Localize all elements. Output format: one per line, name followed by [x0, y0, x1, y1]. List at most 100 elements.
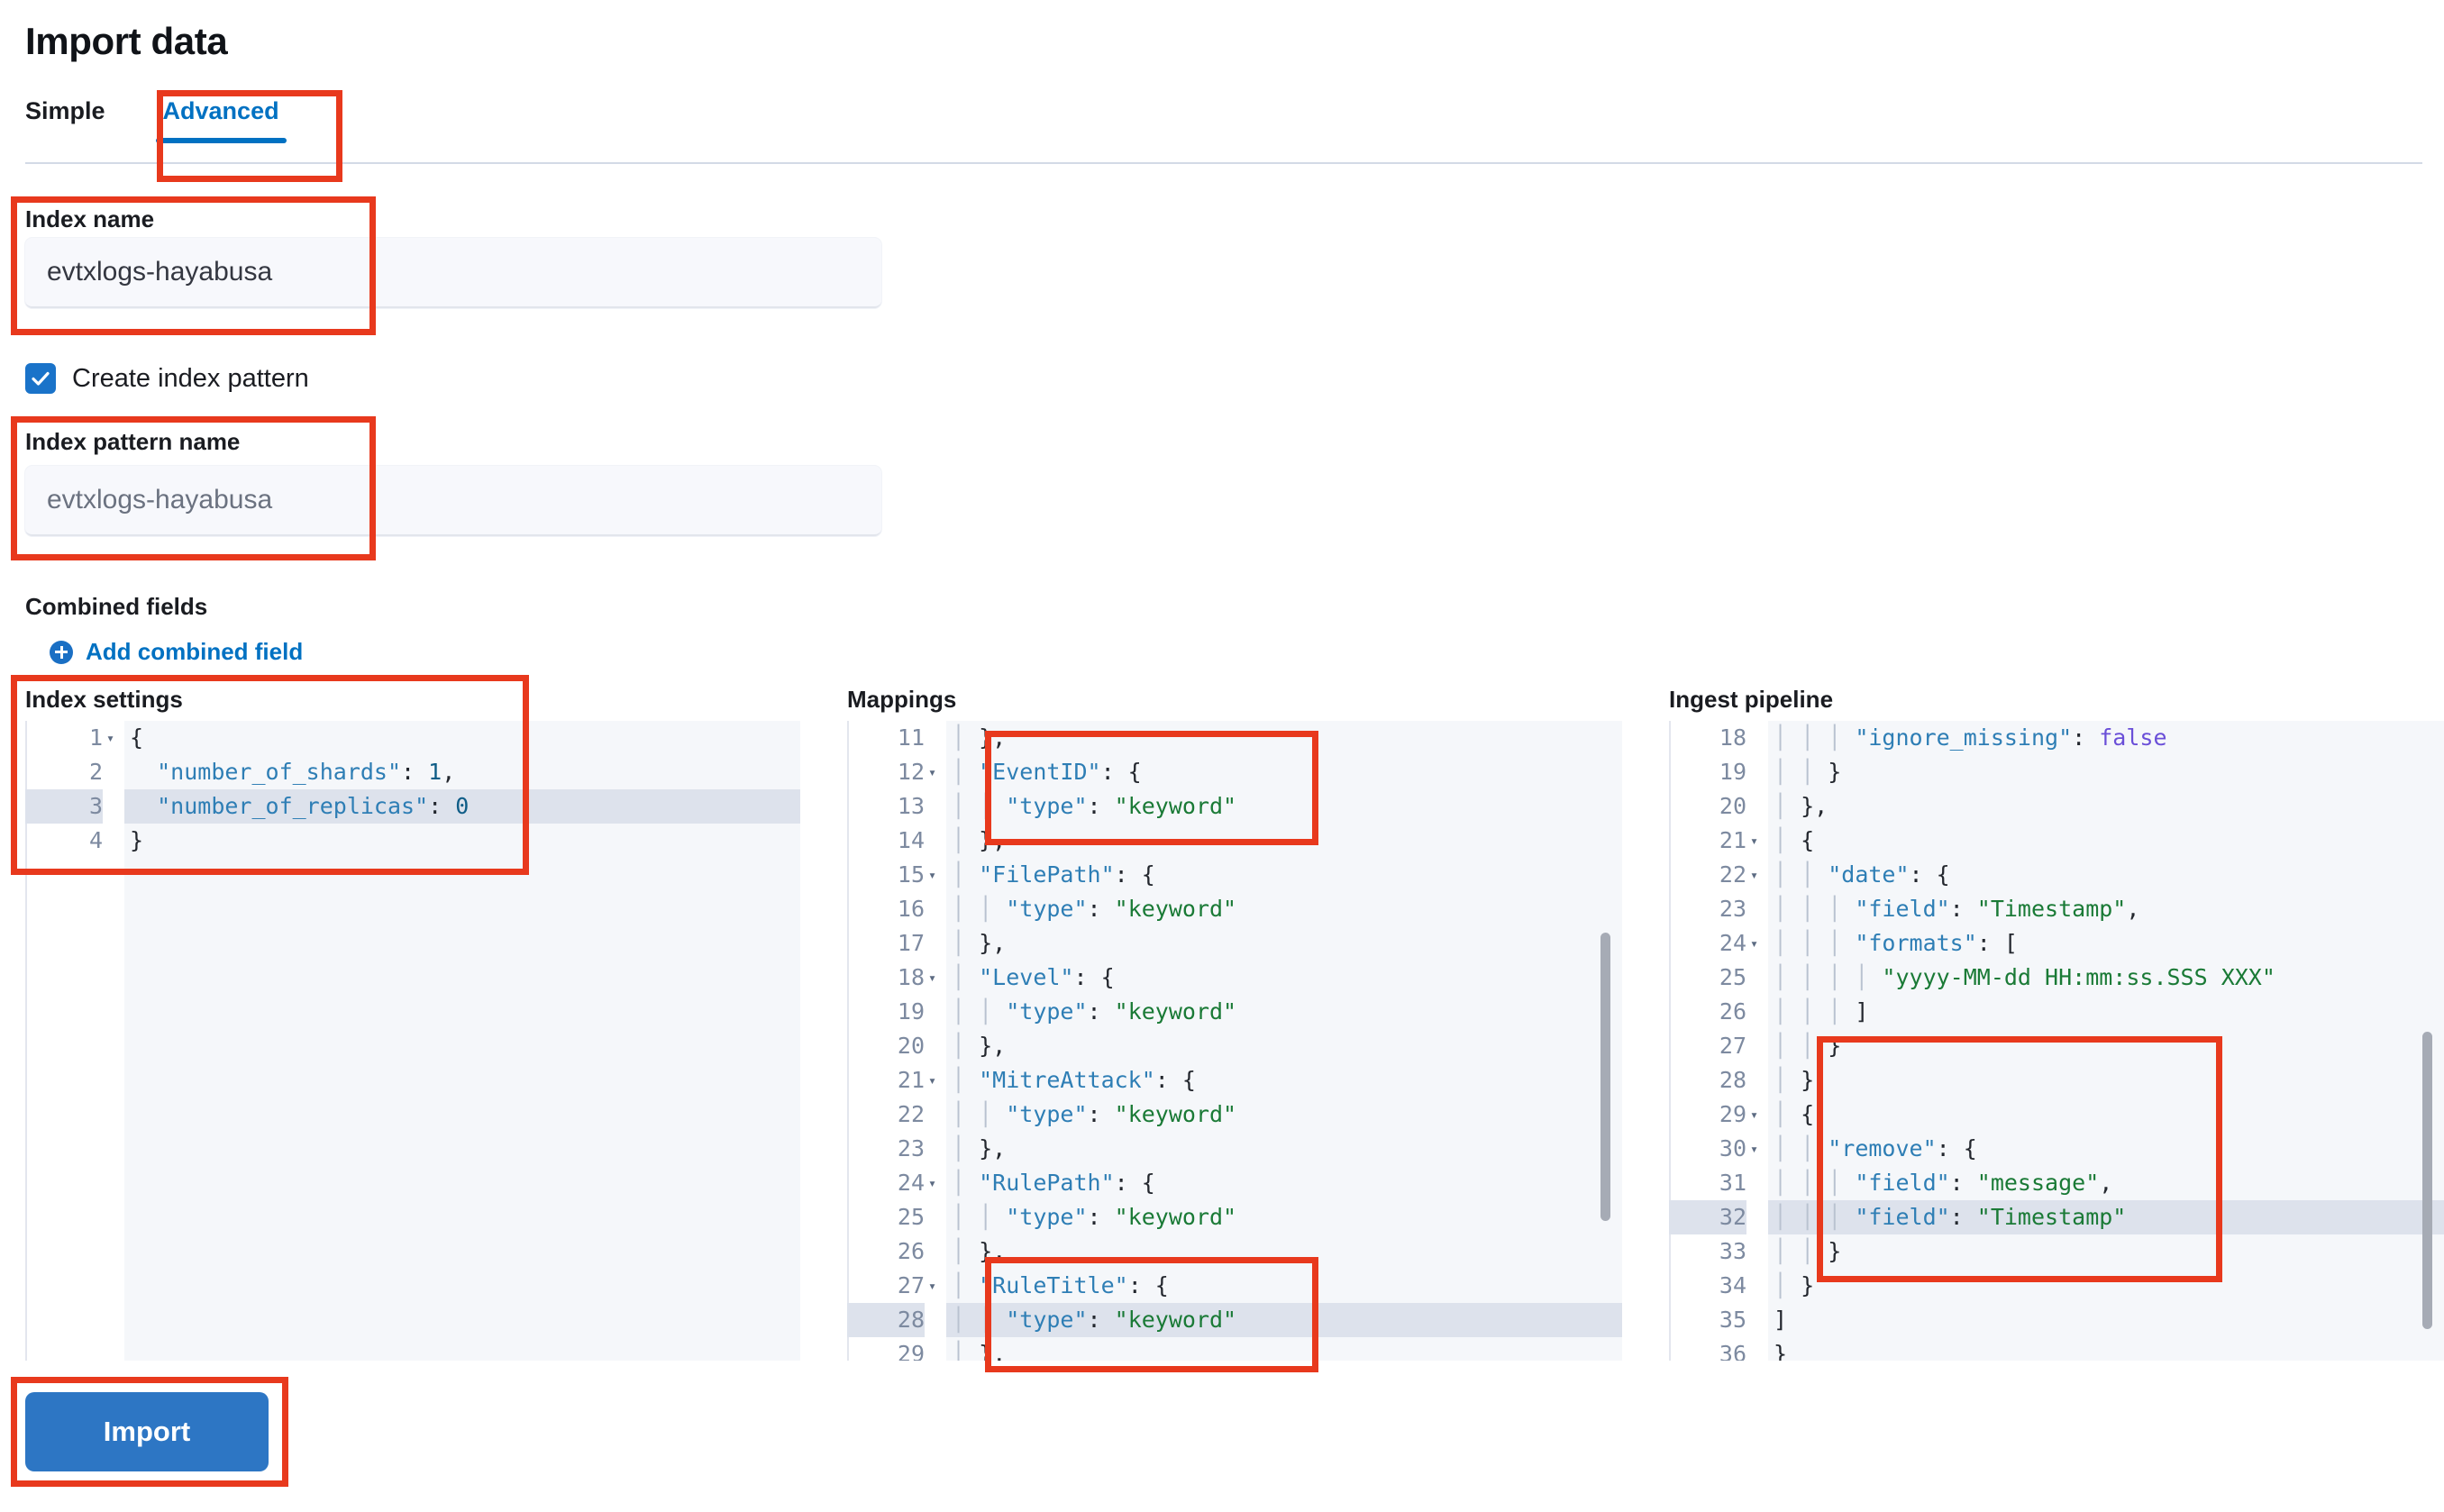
code-text: │ │ } — [1774, 1238, 1842, 1264]
line-number: 31 — [1719, 1170, 1746, 1196]
line-number: 18 — [897, 964, 925, 990]
fold-arrow-icon[interactable]: ▾ — [928, 1072, 937, 1088]
code-text: │ { — [1774, 827, 1815, 853]
code-line: 15▾│ "FilePath": { — [898, 858, 1622, 892]
code-line: 3 "number_of_replicas": 0 — [25, 789, 800, 824]
code-line: 20│ }, — [1719, 789, 2444, 824]
code-text: │ │ "type": "keyword" — [952, 1204, 1237, 1230]
combined-fields-label: Combined fields — [25, 593, 208, 620]
line-number: 33 — [1719, 1238, 1746, 1264]
create-index-pattern-row[interactable]: Create index pattern — [25, 363, 309, 394]
page-title: Import data — [25, 20, 228, 62]
create-index-pattern-label: Create index pattern — [72, 363, 309, 393]
fold-arrow-icon[interactable]: ▾ — [928, 1278, 937, 1294]
line-number: 15 — [897, 861, 925, 888]
line-number: 32 — [1669, 1200, 1746, 1234]
mappings-scrollbar-thumb[interactable] — [1600, 933, 1610, 1221]
code-line: 24▾│ │ │ "formats": [ — [1719, 926, 2444, 961]
line-number: 36 — [1719, 1341, 1746, 1361]
code-text: │ }, — [1774, 1067, 1828, 1093]
code-line: 26│ │ │ ] — [1719, 995, 2444, 1029]
line-number: 26 — [897, 1238, 925, 1264]
code-text: } — [1774, 1341, 1788, 1361]
line-number: 14 — [897, 827, 925, 853]
code-text: │ │ "remove": { — [1774, 1135, 1977, 1161]
code-text: │ }, — [952, 1238, 1007, 1264]
line-number: 2 — [88, 759, 103, 785]
line-number: 3 — [25, 789, 103, 824]
plus-circle-icon — [50, 640, 73, 664]
code-line: 22▾ │ │ "date": { — [1719, 858, 2444, 892]
fold-arrow-icon[interactable]: ▾ — [928, 764, 937, 780]
code-text: │ "RulePath": { — [952, 1170, 1155, 1196]
code-text: │ "EventID": { — [952, 759, 1142, 785]
code-text: │ │ "date": { — [1774, 861, 1950, 888]
fold-arrow-icon[interactable]: ▾ — [928, 867, 937, 883]
ingest-pipeline-scrollbar-thumb[interactable] — [2422, 1032, 2432, 1329]
fold-arrow-icon[interactable]: ▾ — [1750, 935, 1759, 952]
line-number: 12 — [897, 759, 925, 785]
code-line: 22│ │ "type": "keyword" — [898, 1098, 1622, 1132]
code-line: 19│ │ } — [1719, 755, 2444, 789]
add-combined-field-label: Add combined field — [86, 638, 304, 665]
line-number: 21 — [1719, 827, 1746, 853]
add-combined-field-link[interactable]: Add combined field — [50, 638, 303, 666]
line-number: 22 — [897, 1101, 925, 1127]
tab-advanced[interactable]: Advanced — [129, 97, 314, 143]
line-number: 17 — [897, 930, 925, 956]
fold-arrow-icon[interactable]: ▾ — [928, 1175, 937, 1191]
code-text: │ }, — [1774, 793, 1828, 819]
code-text: │ │ │ "field": "Timestamp" — [1774, 1204, 2127, 1230]
code-line: 31│ │ │ "field": "message", — [1719, 1166, 2444, 1200]
mappings-code-area[interactable]: 11│ },12▾│ "EventID": {13│ │ "type": "ke… — [847, 721, 1622, 1361]
create-index-pattern-checkbox[interactable] — [25, 363, 56, 394]
code-line: 18│ │ │ "ignore_missing": false — [1719, 721, 2444, 755]
index-name-input[interactable]: evtxlogs-hayabusa — [25, 238, 881, 308]
code-text: │ │ "type": "keyword" — [952, 793, 1237, 819]
code-line: 27▾│ "RuleTitle": { — [898, 1269, 1622, 1303]
line-number: 23 — [1719, 896, 1746, 922]
fold-arrow-icon[interactable]: ▾ — [1750, 1107, 1759, 1123]
code-line: 29▾│ { — [1719, 1098, 2444, 1132]
line-number: 21 — [897, 1067, 925, 1093]
index_settings-code-area[interactable]: 1▾{2 "number_of_shards": 1,3 "number_of_… — [25, 721, 800, 1361]
code-text: │ │ "type": "keyword" — [952, 1307, 1237, 1333]
tab-simple[interactable]: Simple — [25, 97, 105, 124]
line-number: 22 — [1719, 861, 1746, 888]
code-line: 20 │ }, — [898, 1029, 1622, 1063]
code-text: │ "Level": { — [952, 964, 1115, 990]
index-settings-editor[interactable]: 1▾{2 "number_of_shards": 1,3 "number_of_… — [25, 721, 800, 1361]
fold-arrow-icon[interactable]: ▾ — [1750, 833, 1759, 849]
fold-arrow-icon[interactable]: ▾ — [1750, 867, 1759, 883]
code-text: │ │ } — [1774, 1033, 1842, 1059]
index-pattern-name-input[interactable]: evtxlogs-hayabusa — [25, 466, 881, 536]
fold-arrow-icon[interactable]: ▾ — [106, 730, 115, 746]
mappings-title: Mappings — [847, 686, 957, 713]
fold-arrow-icon[interactable]: ▾ — [1750, 1141, 1759, 1157]
import-button[interactable]: Import — [25, 1392, 269, 1471]
code-text: │ │ │ "ignore_missing": false — [1774, 724, 2167, 751]
code-line: 12▾ │ "EventID": { — [898, 755, 1622, 789]
line-number: 27 — [1719, 1033, 1746, 1059]
code-text: │ "RuleTitle": { — [952, 1272, 1169, 1298]
line-number: 1 — [88, 724, 103, 751]
code-text: │ │ │ │ "yyyy-MM-dd HH:mm:ss.SSS XXX" — [1774, 964, 2275, 990]
code-text: │ }, — [952, 1033, 1007, 1059]
code-line: 2 "number_of_shards": 1, — [89, 755, 800, 789]
index-name-label: Index name — [25, 205, 155, 232]
line-number: 20 — [897, 1033, 925, 1059]
fold-arrow-icon[interactable]: ▾ — [928, 970, 937, 986]
code-text: │ │ } — [1774, 759, 1842, 785]
line-number: 35 — [1719, 1307, 1746, 1333]
code-text: "number_of_replicas": 0 — [157, 793, 470, 819]
line-number: 24 — [897, 1170, 925, 1196]
code-line: 23│ │ │ "field": "Timestamp", — [1719, 892, 2444, 926]
line-number: 28 — [847, 1303, 925, 1337]
line-number: 4 — [88, 827, 103, 853]
code-text: │ }, — [952, 1341, 1007, 1361]
mappings-editor[interactable]: 11│ },12▾│ "EventID": {13│ │ "type": "ke… — [847, 721, 1622, 1361]
check-icon — [32, 371, 50, 386]
code-text: │ }, — [952, 827, 1007, 853]
